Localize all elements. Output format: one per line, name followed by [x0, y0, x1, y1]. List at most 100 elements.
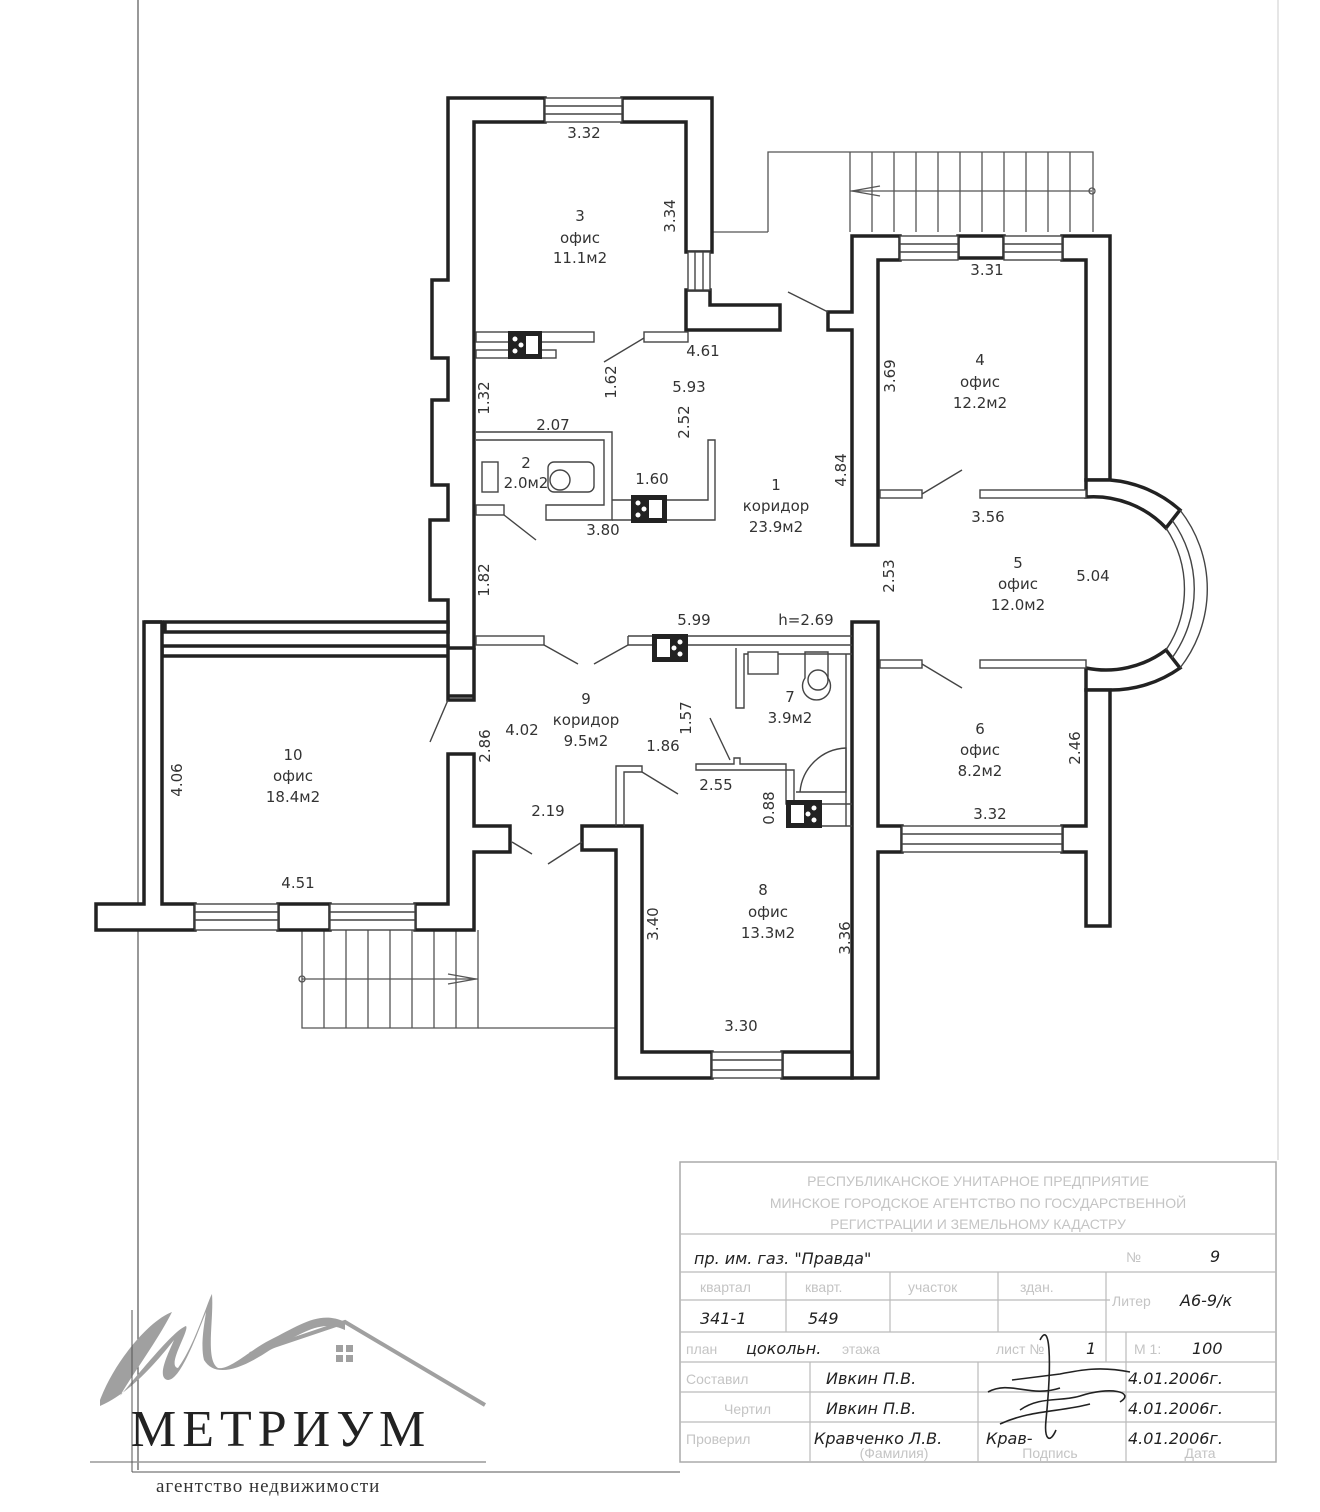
stove-icon [652, 634, 688, 662]
dim-label: 3.32 [973, 805, 1006, 823]
room-6-area: 8.2м2 [958, 762, 1003, 780]
floor-label: этажа [842, 1341, 880, 1357]
floor-label-pre: план [686, 1341, 717, 1357]
room-7-num: 7 [785, 688, 795, 706]
room-9-num: 9 [581, 690, 591, 708]
floor-value: цокольн. [746, 1339, 821, 1358]
window-icon [336, 1345, 353, 1362]
col-quarter: квартал [700, 1279, 751, 1295]
room-10-area: 18.4м2 [266, 788, 320, 806]
room-4-name: офис [960, 373, 1000, 391]
dim-label: 4.02 [505, 721, 538, 739]
room-labels: 3 офис 11.1м2 4 офис 12.2м2 2 2.0м2 1 ко… [266, 207, 1045, 942]
row3-role: Проверил [686, 1431, 750, 1447]
stove-icon [631, 495, 667, 523]
stove-icons [508, 331, 822, 828]
room-5-area: 12.0м2 [991, 596, 1045, 614]
foot-signature: Подпись [1022, 1445, 1077, 1461]
door-swings [429, 291, 963, 865]
col-block: кварт. [805, 1279, 842, 1295]
dim-label: 4.61 [686, 342, 719, 360]
dim-label: 2.86 [476, 729, 494, 762]
room-1-area: 23.9м2 [749, 518, 803, 536]
ceiling-height-label: h=2.69 [778, 611, 833, 629]
dim-label: 0.88 [760, 791, 778, 824]
room-1-name: коридор [743, 497, 810, 515]
staircase-top [712, 151, 1096, 233]
liter-label: Литер [1112, 1293, 1151, 1309]
logo-swoosh-icon [100, 1294, 345, 1406]
col-plot: участок [908, 1279, 958, 1295]
dim-label: 2.07 [536, 416, 569, 434]
room-4-area: 12.2м2 [953, 394, 1007, 412]
room-8-num: 8 [758, 881, 768, 899]
room-8-area: 13.3м2 [741, 924, 795, 942]
room-5-num: 5 [1013, 554, 1023, 572]
room-1-num: 1 [771, 476, 781, 494]
row2-role: Чертил [724, 1401, 771, 1417]
dim-label: 1.82 [475, 563, 493, 596]
col-build: здан. [1020, 1279, 1054, 1295]
dim-label: 1.32 [475, 381, 493, 414]
logo-name: МЕТРИУМ [130, 1401, 431, 1458]
dim-label: 1.62 [602, 365, 620, 398]
address: пр. им. газ. "Правда" [694, 1249, 871, 1268]
room-9-area: 9.5м2 [564, 732, 609, 750]
row3-signature: Крав- [986, 1429, 1033, 1448]
dim-label: 3.31 [970, 261, 1003, 279]
row1-name: Ивкин П.В. [826, 1369, 916, 1388]
stove-icon [508, 331, 542, 359]
dim-label: 4.84 [832, 453, 850, 486]
row2-name: Ивкин П.В. [826, 1399, 916, 1418]
org-line-2: МИНСКОЕ ГОРОДСКОЕ АГЕНТСТВО ПО ГОСУДАРСТ… [770, 1194, 1186, 1211]
dimension-labels: 3.32 3.34 4.61 1.62 5.93 2.52 1.32 2.07 … [168, 124, 1110, 1035]
room-2-num: 2 [521, 454, 531, 472]
row1-role: Составил [686, 1371, 748, 1387]
liter-value: А6-9/к [1179, 1291, 1232, 1310]
dim-label: 3.56 [971, 508, 1004, 526]
stove-icon [786, 800, 822, 828]
org-line-3: РЕГИСТРАЦИИ И ЗЕМЕЛЬНОМУ КАДАСТРУ [830, 1216, 1126, 1232]
dim-label: 2.53 [880, 559, 898, 592]
dim-label: 3.80 [586, 521, 619, 539]
dim-label: 1.86 [646, 737, 679, 755]
room-7-area: 3.9м2 [768, 709, 813, 727]
foot-name: (Фамилия) [860, 1445, 929, 1461]
block-value: 549 [808, 1309, 839, 1328]
room-3-num: 3 [575, 207, 585, 225]
dim-label: 2.46 [1066, 731, 1084, 764]
room-10-num: 10 [283, 746, 302, 764]
logo-tagline: агентство недвижимости [156, 1476, 380, 1497]
row1-date: 4.01.2006г. [1128, 1369, 1223, 1388]
staircase-bottom [298, 930, 620, 1029]
room-9-name: коридор [553, 711, 620, 729]
dim-label: 2.19 [531, 802, 564, 820]
dim-label: 5.99 [677, 611, 710, 629]
dim-label: 4.51 [281, 874, 314, 892]
title-block: РЕСПУБЛИКАНСКОЕ УНИТАРНОЕ ПРЕДПРИЯТИЕ МИ… [679, 1161, 1277, 1463]
dim-label: 1.60 [635, 470, 668, 488]
dim-label: 4.06 [168, 763, 186, 796]
scale-value: 100 [1192, 1339, 1223, 1358]
room-3-name: офис [560, 229, 600, 247]
dim-label: 2.52 [675, 405, 693, 438]
row2-date: 4.01.2006г. [1128, 1399, 1223, 1418]
dim-label: 5.93 [672, 378, 705, 396]
room-2-area: 2.0м2 [504, 474, 549, 492]
dim-label: 1.57 [677, 701, 695, 734]
walls [94, 96, 1208, 1080]
row3-date: 4.01.2006г. [1128, 1429, 1223, 1448]
roof-icon [249, 1319, 487, 1407]
sheet-label: лист № [996, 1341, 1044, 1357]
org-line-1: РЕСПУБЛИКАНСКОЕ УНИТАРНОЕ ПРЕДПРИЯТИЕ [807, 1173, 1149, 1189]
dim-label: 5.04 [1076, 567, 1109, 585]
room-6-num: 6 [975, 720, 985, 738]
dim-label: 3.36 [836, 921, 854, 954]
foot-date: Дата [1184, 1445, 1215, 1461]
room-6-name: офис [960, 741, 1000, 759]
dim-label: 3.40 [644, 907, 662, 940]
room-5-name: офис [998, 575, 1038, 593]
sheet-value: 1 [1086, 1339, 1096, 1358]
room-4-num: 4 [975, 351, 985, 369]
